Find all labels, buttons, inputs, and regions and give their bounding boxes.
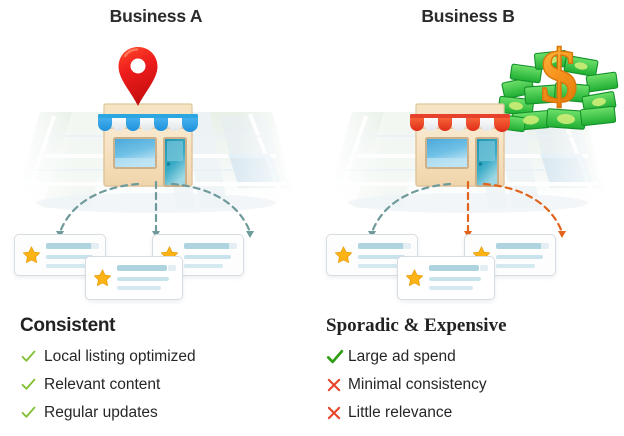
bullet-item: Local listing optimized — [20, 343, 332, 371]
bullet-item: Large ad spend — [326, 343, 624, 371]
bullet-item: Regular updates — [20, 399, 332, 427]
svg-text:$: $ — [540, 36, 578, 119]
card-lines — [429, 265, 488, 293]
star-icon — [22, 246, 41, 263]
bullet-list-a: Local listing optimized Relevant content… — [20, 343, 332, 427]
map-pin-icon — [118, 47, 158, 106]
cross-icon — [326, 405, 348, 421]
card-lines — [496, 243, 549, 269]
bullet-item: Relevant content — [20, 371, 332, 399]
card-lines — [46, 243, 99, 269]
card-lines — [184, 243, 237, 269]
arrow-right-a — [170, 182, 252, 234]
bullet-label: Relevant content — [44, 375, 161, 393]
bullet-label: Little relevance — [348, 403, 453, 421]
panel-title-a: Business A — [109, 6, 203, 26]
bullet-label: Regular updates — [44, 403, 158, 421]
bullet-item: Little relevance — [326, 399, 624, 427]
summary-business-a: Consistent Local listing optimized Relev… — [0, 315, 332, 427]
panel-business-b: Business B — [312, 0, 624, 436]
check-icon — [20, 376, 44, 393]
check-icon — [20, 348, 44, 365]
arrow-right-b — [482, 182, 564, 234]
listing-cards-a — [0, 228, 312, 310]
bullet-label: Local listing optimized — [44, 347, 196, 365]
panel-business-a: Business A — [0, 6, 312, 310]
star-icon — [405, 269, 424, 286]
listing-card[interactable] — [464, 234, 556, 276]
summary-business-b: Sporadic & Expensive Large ad spend Mini… — [312, 315, 624, 427]
bullet-label: Large ad spend — [348, 347, 456, 365]
bullet-item: Minimal consistency — [326, 371, 624, 399]
storefront-a — [98, 103, 198, 187]
cross-icon — [326, 377, 348, 393]
panel-title-b: Business B — [421, 6, 515, 26]
card-lines — [358, 243, 411, 269]
listing-cards-b — [312, 228, 624, 310]
bullet-label: Minimal consistency — [348, 375, 487, 393]
card-lines — [117, 265, 176, 293]
dollar-sign-icon: $ — [539, 36, 578, 120]
summary-heading-b: Sporadic & Expensive — [326, 315, 507, 336]
bullet-list-b: Large ad spend Minimal consistency Littl… — [326, 343, 624, 427]
check-icon — [326, 348, 348, 366]
summary-heading-a: Consistent — [20, 315, 116, 336]
listing-card[interactable] — [397, 256, 495, 300]
storefront-b — [410, 103, 510, 187]
listing-card[interactable] — [85, 256, 183, 300]
star-icon — [334, 246, 353, 263]
check-icon — [20, 404, 44, 421]
star-icon — [93, 269, 112, 286]
arrow-left-a — [58, 182, 140, 234]
arrow-left-b — [370, 182, 452, 234]
